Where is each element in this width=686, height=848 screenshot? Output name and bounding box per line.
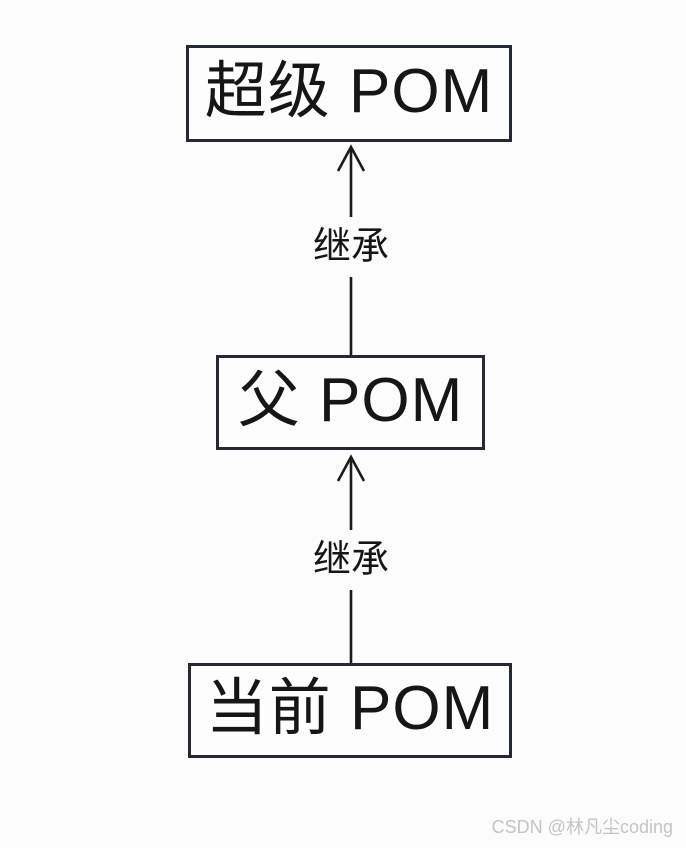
node-current-pom-label: 当前 POM — [205, 673, 495, 743]
edge-label-inherit-top: 继承 — [307, 217, 395, 277]
node-current-pom: 当前 POM — [188, 663, 512, 758]
node-super-pom: 超级 POM — [186, 45, 512, 142]
csdn-watermark: CSDN @林凡尘coding — [491, 817, 673, 837]
edge-label-inherit-bottom: 继承 — [307, 530, 395, 590]
node-parent-pom-label: 父 POM — [237, 365, 464, 435]
node-parent-pom: 父 POM — [216, 355, 485, 450]
node-super-pom-label: 超级 POM — [204, 56, 494, 126]
